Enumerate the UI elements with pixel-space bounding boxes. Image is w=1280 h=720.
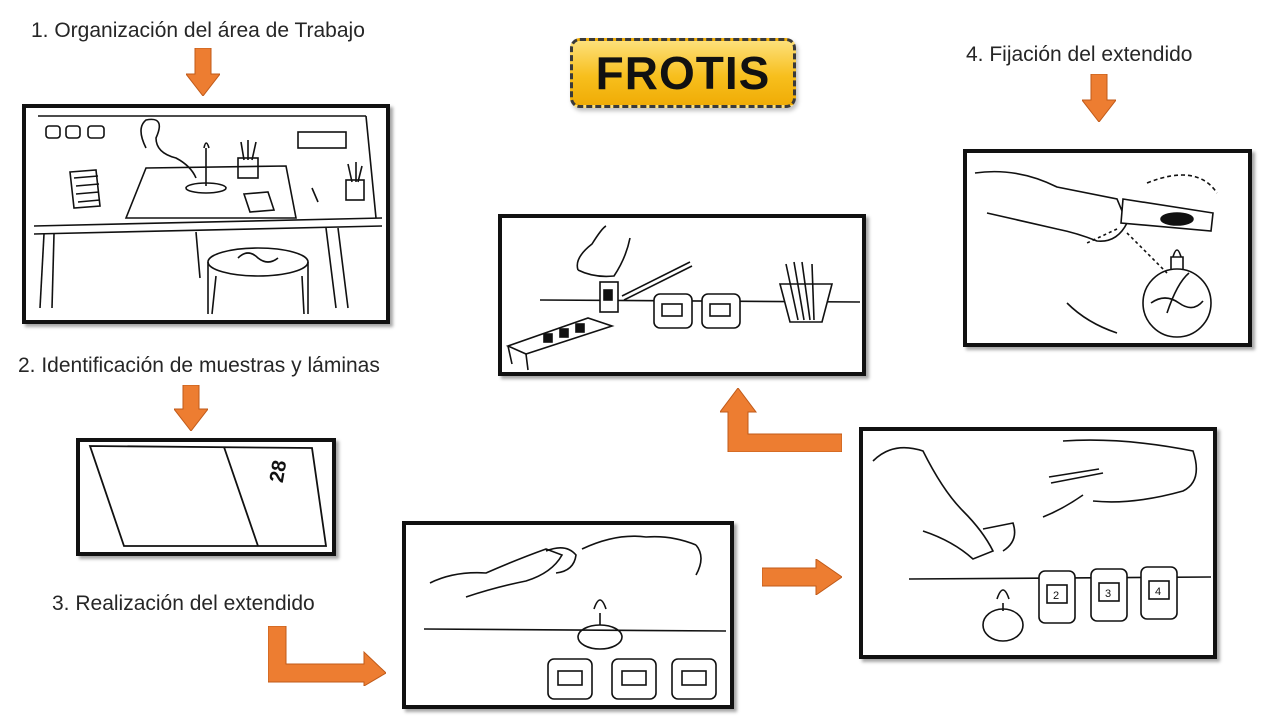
smear-illustration [423,535,727,700]
panel-fixing [963,149,1252,347]
jar-label: 2 [1053,590,1059,602]
step-1-label: 1. Organización del área de Trabajo [31,19,365,42]
step-2-label: 2. Identificación de muestras y láminas [18,354,380,377]
panel-slides-jars [498,214,866,376]
page-title: FROTIS [595,47,771,99]
title-box: FROTIS [570,38,796,108]
jar-label: 4 [1155,586,1161,598]
slides-jars-illustration [505,225,861,371]
panel-smear [402,521,734,709]
bent-right-arrow-icon [268,626,386,686]
panel-slide: 28 [76,438,336,556]
slide-number-label: 28 [265,458,292,485]
slide-illustration [88,445,328,547]
down-arrow-icon [174,385,208,431]
down-arrow-icon [186,48,220,96]
bent-up-arrow-icon [720,388,842,452]
panel-smear-jars: 2 3 4 [859,427,1217,659]
smear-jars-illustration: 2 3 4 [872,439,1212,642]
panel-work-area [22,104,390,324]
down-arrow-icon [1082,74,1116,122]
jar-label: 3 [1105,588,1111,600]
fixing-illustration [974,170,1218,338]
step-3-label: 3. Realización del extendido [52,592,315,615]
right-arrow-icon [762,559,842,595]
workbench-illustration [33,115,383,315]
step-4-label: 4. Fijación del extendido [966,43,1193,66]
